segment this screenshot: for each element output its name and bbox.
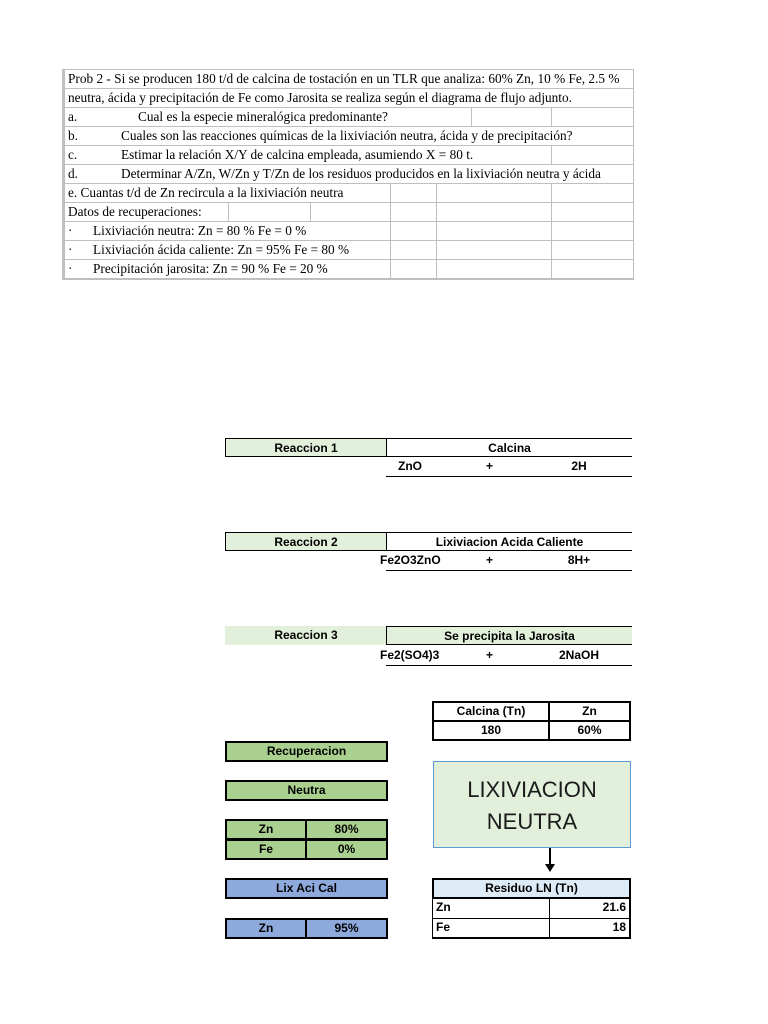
reaction-2-equation: Fe2O3ZnO + 8H+	[380, 551, 632, 571]
recuperacion-title: Recuperacion	[225, 741, 388, 762]
reaction-1-equation: ZnO + 2H	[386, 457, 632, 477]
plus-sign: +	[486, 648, 494, 662]
recovery-bullet: · Lixiviación neutra: Zn = 80 % Fe = 0 %	[64, 221, 634, 240]
residuo-fe-label: Fe	[432, 918, 550, 939]
problem-text: neutra, ácida y precipitación de Fe como…	[68, 90, 572, 105]
residuo-zn-label: Zn	[432, 898, 550, 919]
neutra-zn-label: Zn	[225, 819, 307, 840]
reaction-1-label: Reaccion 1	[225, 438, 387, 457]
bullet-icon: ·	[68, 261, 73, 276]
reaction-title-text: Calcina	[488, 441, 531, 455]
recovery-text: Precipitación jarosita: Zn = 90 % Fe = 2…	[93, 261, 328, 276]
reaction-2-label: Reaccion 2	[225, 532, 387, 551]
residuo-zn-value: 21.6	[549, 898, 631, 919]
recoveries-title: Datos de recuperaciones:	[68, 204, 202, 219]
recovery-bullet: · Lixiviación ácida caliente: Zn = 95% F…	[64, 240, 634, 259]
lix-zn-label: Zn	[225, 918, 307, 939]
reactant-right: 2NaOH	[558, 648, 599, 662]
plus-sign: +	[486, 459, 494, 473]
calcina-header: Calcina (Tn)	[432, 701, 550, 722]
problem-statement: Prob 2 - Si se producen 180 t/d de calci…	[62, 69, 634, 280]
question-e: e. Cuantas t/d de Zn recircula a la lixi…	[64, 183, 634, 202]
reactant-left: ZnO	[398, 459, 422, 473]
reactant-left: Fe2O3ZnO	[380, 553, 441, 567]
lixiviacion-neutra-box: LIXIVIACION NEUTRA	[433, 761, 631, 848]
question-b: b. Cuales son las reacciones químicas de…	[64, 126, 634, 145]
arrow-down-icon	[545, 864, 555, 872]
zn-value: 60%	[548, 720, 631, 741]
residuo-fe-value: 18	[549, 918, 631, 939]
neutra-zn-value: 80%	[305, 819, 388, 840]
lix-aci-cal-header: Lix Aci Cal	[225, 878, 388, 899]
question-text: e. Cuantas t/d de Zn recircula a la lixi…	[68, 185, 344, 200]
question-marker: d.	[68, 166, 78, 181]
question-text: Cual es la especie mineralógica predomin…	[138, 109, 388, 124]
reaction-3-label: Reaccion 3	[225, 626, 387, 645]
recovery-text: Lixiviación ácida caliente: Zn = 95% Fe …	[93, 242, 350, 257]
reaction-3-title: Se precipita la Jarosita	[386, 626, 632, 645]
reaction-3-equation: Fe2(SO4)3 + 2NaOH	[380, 646, 632, 666]
question-text: Estimar la relación X/Y de calcina emple…	[121, 147, 474, 162]
problem-line-1: Prob 2 - Si se producen 180 t/d de calci…	[64, 69, 634, 88]
reaction-title-text: Se precipita la Jarosita	[444, 629, 575, 643]
process-title-line2: NEUTRA	[486, 809, 578, 834]
question-marker: b.	[68, 128, 78, 143]
process-title-line1: LIXIVIACION	[467, 777, 597, 802]
recoveries-title-row: Datos de recuperaciones:	[64, 202, 634, 221]
plus-sign: +	[486, 553, 494, 567]
neutra-fe-value: 0%	[305, 839, 388, 860]
zn-header: Zn	[548, 701, 631, 722]
question-text: Cuales son las reacciones químicas de la…	[121, 128, 573, 143]
neutra-fe-label: Fe	[225, 839, 307, 860]
lix-zn-value: 95%	[305, 918, 388, 939]
question-c: c. Estimar la relación X/Y de calcina em…	[64, 145, 634, 164]
question-marker: a.	[68, 109, 78, 124]
problem-line-2: neutra, ácida y precipitación de Fe como…	[64, 88, 634, 107]
problem-text: Prob 2 - Si se producen 180 t/d de calci…	[68, 71, 620, 86]
reaction-title-text: Lixiviacion Acida Caliente	[435, 535, 584, 549]
flow-arrow-icon	[549, 848, 551, 866]
reaction-1-title: Calcina	[386, 438, 632, 457]
recovery-text: Lixiviación neutra: Zn = 80 % Fe = 0 %	[93, 223, 307, 238]
question-d: d. Determinar A/Zn, W/Zn y T/Zn de los r…	[64, 164, 634, 183]
reactant-right: 8H+	[567, 553, 591, 567]
reactant-right: 2H	[571, 459, 587, 473]
recovery-bullet: · Precipitación jarosita: Zn = 90 % Fe =…	[64, 259, 634, 280]
question-a: a. Cual es la especie mineralógica predo…	[64, 107, 634, 126]
question-text: Determinar A/Zn, W/Zn y T/Zn de los resi…	[121, 166, 601, 181]
neutra-header: Neutra	[225, 780, 388, 801]
reaction-2-title: Lixiviacion Acida Caliente	[386, 532, 632, 551]
bullet-icon: ·	[68, 223, 73, 238]
residuo-header: Residuo LN (Tn)	[432, 878, 631, 899]
bullet-icon: ·	[68, 242, 73, 257]
reactant-left: Fe2(SO4)3	[380, 648, 440, 662]
question-marker: c.	[68, 147, 78, 162]
calcina-value: 180	[432, 720, 550, 741]
